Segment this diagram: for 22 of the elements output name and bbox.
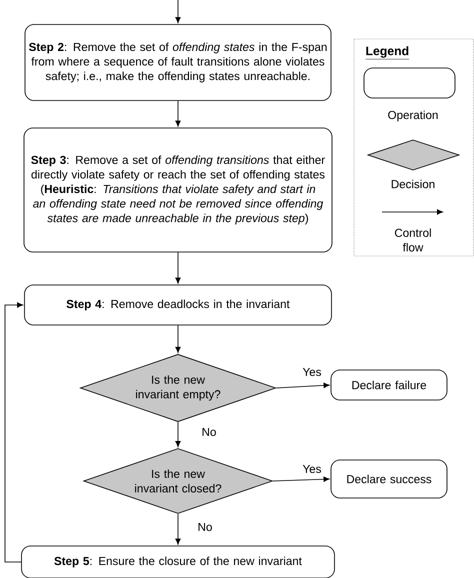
process-box: Step 4: Remove deadlocks in the invariant: [24, 284, 332, 326]
legend-title: Legend: [365, 46, 410, 60]
process-box: Step 2: Remove the set of offending states in the F-span from where a sequence of fault transitions alone violates safety; i.e., make the offending states unreachable.: [24, 24, 332, 101]
arrow: [175, 252, 181, 284]
arrow: [272, 476, 330, 482]
arrow: [4, 302, 24, 562]
arrow: [175, 514, 181, 545]
terminal-box: Declare success: [330, 460, 448, 498]
terminal-box: Declare failure: [330, 370, 448, 400]
arrow: [175, 0, 181, 24]
process-box: Step 3: Remove a set of offending transitions that either directly violate safety or reach the set of offending states (Heuristic: Transitions that violate safety and start in an offending state need not be removed since offending states are made unreachable in the previous step): [24, 128, 332, 252]
edge-label: No: [196, 522, 214, 532]
legend-item: Operation: [364, 68, 456, 122]
arrow: [276, 382, 330, 388]
legend-item: Control flow: [382, 209, 443, 252]
edge-label: Yes: [302, 366, 322, 378]
arrow: [175, 325, 181, 353]
arrow: [175, 100, 181, 127]
edge-label: Yes: [302, 464, 322, 474]
arrow: [175, 422, 181, 447]
edge-label: No: [200, 426, 218, 438]
process-box: Step 5: Ensure the closure of the new invariant: [21, 546, 335, 578]
